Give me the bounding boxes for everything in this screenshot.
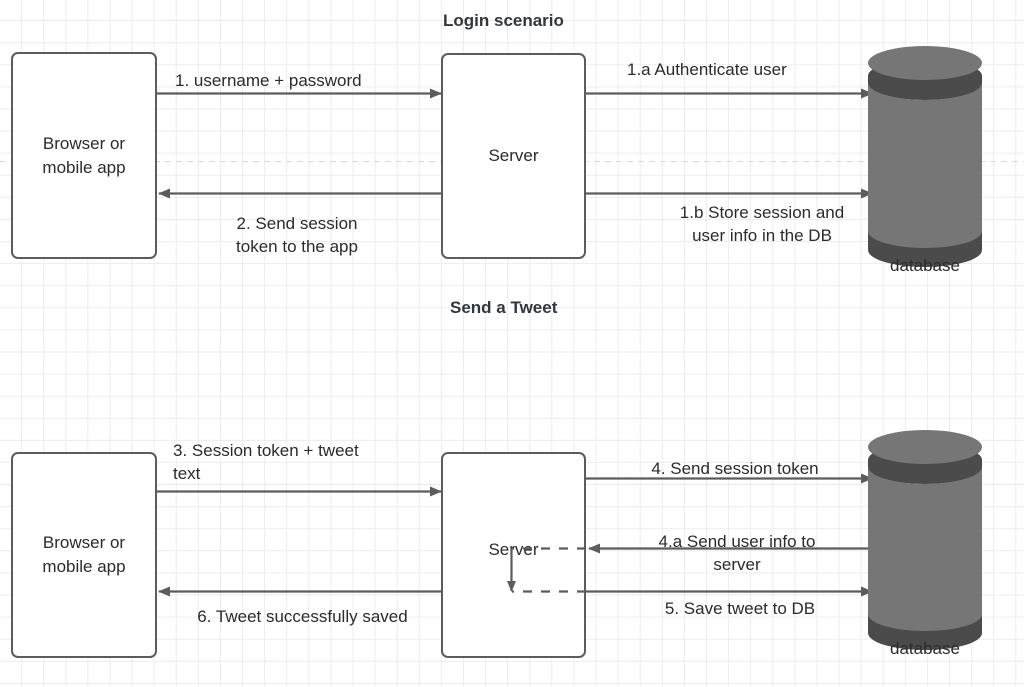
node-server-top[interactable]: Server <box>441 53 586 259</box>
edge-label-3: 3. Session token + tweet text <box>173 441 359 483</box>
node-client-bottom-label: Browser or mobile app <box>42 533 126 576</box>
dashed-arrow-down-icon <box>507 547 586 593</box>
database-cylinder-icon-bottom <box>868 430 982 650</box>
database-caption-top: database <box>890 256 960 275</box>
node-client-top[interactable]: Browser or mobile app <box>11 52 157 259</box>
page-title-bottom: Send a Tweet <box>450 298 558 317</box>
page-title-top: Login scenario <box>443 11 564 30</box>
edge-label-1: 1. username + password <box>175 71 362 90</box>
database-cylinder-icon-top <box>868 46 982 267</box>
edge-label-1a: 1.a Authenticate user <box>627 60 787 79</box>
node-server-top-label: Server <box>488 146 539 165</box>
edge-label-1b: 1.b Store session and user info in the D… <box>679 203 845 245</box>
database-caption-bottom: database <box>890 639 960 658</box>
edge-label-5: 5. Save tweet to DB <box>664 599 816 618</box>
node-server-bottom[interactable]: Server <box>441 452 586 658</box>
node-client-bottom[interactable]: Browser or mobile app <box>11 452 157 658</box>
edge-label-4: 4. Send session token <box>651 459 819 478</box>
edge-label-2: 2. Send session token to the app <box>236 214 358 256</box>
node-client-top-label: Browser or mobile app <box>42 133 126 177</box>
edge-label-6: 6. Tweet successfully saved <box>197 607 408 626</box>
edge-label-4a: 4.a Send user info to server <box>658 532 816 574</box>
